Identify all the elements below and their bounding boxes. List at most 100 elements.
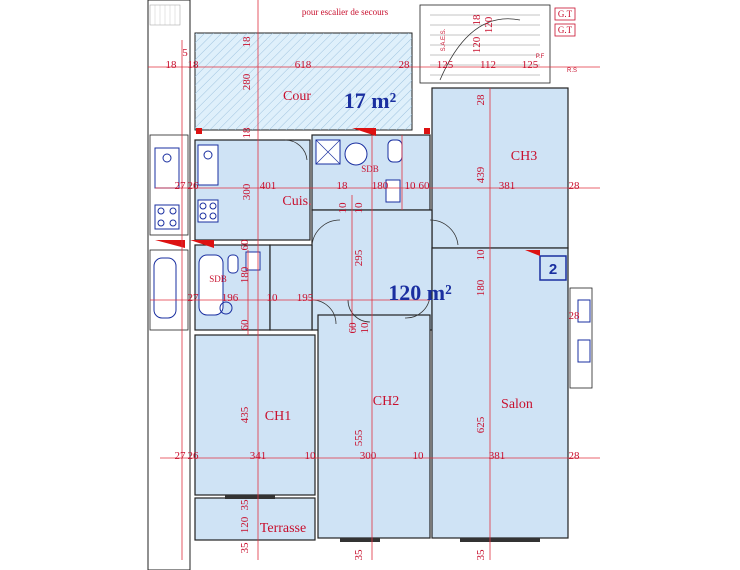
- red-marker-3: [352, 128, 376, 136]
- red-marker-1: [155, 240, 185, 248]
- dim-ch-26: 26: [188, 450, 200, 462]
- dim-cour-18a: 18: [241, 36, 253, 48]
- dim-salon-625: 625: [475, 416, 487, 433]
- dim-row27-381: 381: [499, 180, 516, 192]
- room-label-sdb-top: SDB: [361, 164, 379, 174]
- window-bottom-ch2: [340, 538, 380, 542]
- room-label-terrasse: Terrasse: [260, 521, 306, 536]
- dim-bottom-35a: 35: [239, 499, 251, 511]
- room-label-ch2: CH2: [373, 394, 399, 409]
- dim-bottom-35d: 35: [475, 549, 487, 561]
- dim-top-618: 618: [295, 59, 312, 71]
- dim-left-10b: 10: [359, 322, 371, 334]
- red-marker-5: [196, 128, 202, 134]
- red-marker-4: [525, 250, 540, 256]
- passage-room: [269, 244, 313, 331]
- dim-mid-10b: 10: [475, 249, 487, 261]
- dim-top-18b: 18: [188, 59, 200, 71]
- dim-top-125a: 125: [437, 59, 454, 71]
- dim-row196-10: 10: [267, 292, 279, 304]
- room-label-cuisine: Cuis.: [282, 194, 311, 209]
- bathtub-left-building: [153, 257, 177, 319]
- dim-left-60b: 60: [347, 322, 359, 334]
- basin-sdb: [245, 251, 261, 271]
- stair-label-saes: S.A.E.S.: [441, 28, 447, 51]
- dim-mid-295: 295: [353, 249, 365, 266]
- header-note: pour escalier de secours: [302, 7, 389, 17]
- room-label-ch3: CH3: [511, 149, 537, 164]
- dim-top-125b: 125: [522, 59, 539, 71]
- dim-mid-10: 10: [353, 202, 365, 214]
- dim-bottom-120: 120: [239, 516, 251, 533]
- window-bottom-ch1: [225, 495, 275, 499]
- stair-label-rs: R.S: [567, 68, 577, 74]
- staircase: [419, 4, 551, 84]
- dim-bottom-35b: 35: [239, 542, 251, 554]
- basin-top: [385, 179, 401, 203]
- dim-row27-27: 27: [175, 180, 187, 192]
- dim-left-10: 10: [337, 202, 349, 214]
- salon-room: [431, 247, 569, 539]
- bathtub-sdb: [198, 254, 224, 316]
- cour-area-label: 17 m²: [344, 88, 397, 113]
- kitchen-sink: [197, 144, 219, 186]
- dim-ch-381: 381: [489, 450, 506, 462]
- dim-mid-439: 439: [475, 166, 487, 183]
- stair-label-pf: P.F: [536, 54, 545, 60]
- window-bottom-salon: [460, 538, 540, 542]
- room-label-sdb-left: SDB: [209, 274, 227, 284]
- cour-hatch: [195, 33, 412, 130]
- dim-cour-280: 280: [241, 73, 253, 90]
- unit-badge-box: [539, 255, 567, 281]
- dim-top-112: 112: [480, 59, 496, 71]
- unit-badge: 2: [549, 261, 557, 278]
- ch2-room: [317, 314, 431, 539]
- dim-bottom-35c: 35: [353, 549, 365, 561]
- toilet-top: [387, 139, 403, 163]
- dim-ch-341: 341: [250, 450, 267, 462]
- right-basin-2: [577, 339, 591, 363]
- dim-mid-180: 180: [475, 279, 487, 296]
- red-marker-6: [424, 128, 430, 134]
- dim-row27-180: 180: [372, 180, 389, 192]
- dim-row196-196: 196: [222, 292, 239, 304]
- dim-left-60a: 60: [239, 319, 251, 331]
- dim-left-28: 28: [569, 310, 581, 322]
- dim-ch1-435: 435: [239, 406, 251, 423]
- dim-ch-27: 27: [175, 450, 187, 462]
- dim-ch-28: 28: [569, 450, 581, 462]
- red-marker-2: [190, 240, 214, 248]
- apartment-area-label: 120 m²: [388, 280, 452, 305]
- dim-top-28: 28: [399, 59, 411, 71]
- dim-ch-10a: 10: [305, 450, 317, 462]
- stair-label-gt1: G.T: [558, 9, 573, 19]
- dim-stair-120a: 120: [471, 36, 483, 53]
- dim-row27-60: 60: [419, 180, 431, 192]
- dim-stair-18: 18: [471, 14, 483, 26]
- dim-left-60c: 60: [239, 239, 251, 251]
- dim-mid-300: 300: [241, 183, 253, 200]
- dim-mid-28: 28: [475, 94, 487, 106]
- dim-row27-26: 26: [188, 180, 200, 192]
- stair-label-gt2: G.T: [558, 25, 573, 35]
- room-label-salon: Salon: [501, 397, 533, 412]
- dim-ch-300: 300: [360, 450, 377, 462]
- dim-top-5: 5: [182, 47, 188, 59]
- dim-left-180: 180: [239, 266, 251, 283]
- dim-row27-10: 10: [405, 180, 417, 192]
- dim-row196-27: 27: [188, 292, 200, 304]
- room-label-ch1: CH1: [265, 409, 291, 424]
- dim-cour-18b: 18: [241, 127, 253, 139]
- dim-row27-401: 401: [260, 180, 277, 192]
- dim-row196-195: 195: [297, 292, 314, 304]
- toilet-sdb: [227, 254, 239, 274]
- ch1-room: [194, 334, 316, 496]
- kitchen-hob: [197, 199, 219, 223]
- dim-ch-10b: 10: [413, 450, 425, 462]
- dim-row27-28: 28: [569, 180, 581, 192]
- dim-stair-120b: 120: [483, 16, 495, 33]
- right-basin-1: [577, 299, 591, 323]
- room-label-cour: Cour: [283, 89, 311, 104]
- dim-top-18a: 18: [166, 59, 178, 71]
